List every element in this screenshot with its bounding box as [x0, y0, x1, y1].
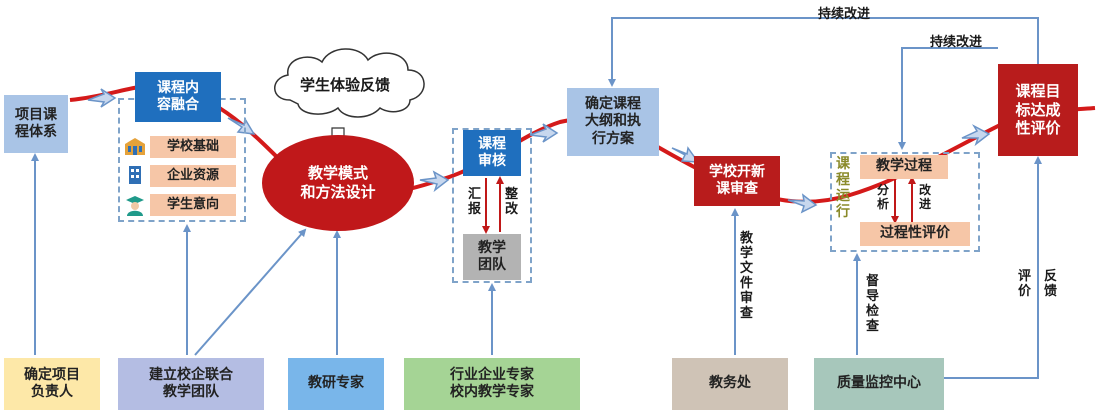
leader-box: 确定项目 负责人	[4, 358, 100, 410]
research-expert-box: 教研专家	[288, 358, 384, 410]
industry-expert-box: 行业企业专家 校内教学专家	[404, 358, 580, 410]
rectify-label: 整 改	[505, 187, 519, 217]
evaluate-label: 评 价	[1018, 269, 1032, 299]
outline-plan-box: 确定课程 大纲和执 行方案	[567, 88, 659, 156]
student-feedback-text: 学生体验反馈	[300, 76, 391, 94]
feedback-cloud	[274, 48, 425, 118]
supervision-label: 督 导 检 查	[866, 274, 880, 334]
course-running-group	[830, 152, 980, 252]
doc-review-label: 教 学 文 件 审 查	[740, 231, 754, 321]
continuous-improve-mid-label: 持续改进	[930, 35, 983, 50]
course-review-group	[452, 128, 532, 283]
project-system-box: 项目课 程体系	[4, 95, 68, 153]
goal-evaluation-box: 课程目 标达成 性评价	[998, 64, 1078, 156]
analysis-label: 分 析	[877, 183, 890, 211]
report-label: 汇 报	[468, 187, 482, 217]
course-running-label: 课 程 运 行	[836, 156, 850, 221]
process-evaluation-box: 过程性评价	[860, 222, 970, 246]
continuous-improve-top-label: 持续改进	[818, 7, 871, 22]
teaching-design-ellipse: 教学模式 和方法设计	[262, 135, 414, 231]
course-review-box: 课程 审核	[463, 130, 521, 176]
teaching-team-box: 教学 团队	[463, 234, 521, 280]
school-enterprise-team-box: 建立校企联合 教学团队	[118, 358, 264, 410]
flow-chevrons	[87, 88, 991, 214]
teaching-process-box: 教学过程	[860, 155, 948, 179]
content-fusion-box: 课程内 容融合	[135, 72, 221, 122]
improve-label: 改 进	[919, 183, 932, 211]
feedback-label: 反 馈	[1044, 269, 1058, 299]
quality-center-box: 质量监控中心	[814, 358, 944, 410]
student-intention-box: 学生意向	[150, 194, 236, 216]
academic-office-box: 教务处	[672, 358, 788, 410]
enterprise-resources-box: 企业资源	[150, 165, 236, 187]
school-base-box: 学校基础	[150, 136, 236, 158]
school-open-review-box: 学校开新 课审查	[694, 156, 780, 206]
